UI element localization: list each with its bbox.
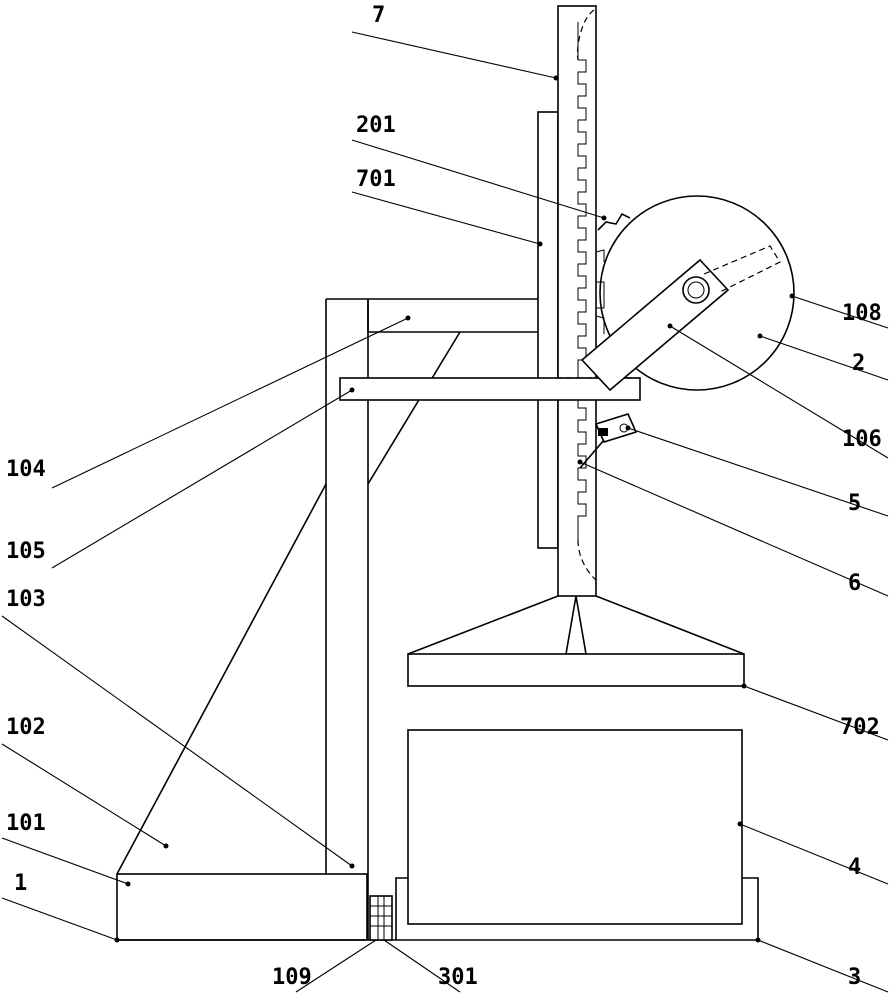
label-101: 101: [6, 811, 46, 836]
crank-106: [580, 245, 781, 392]
base-block-101: [116, 873, 368, 941]
labels: 7 201 701 104 105 103 102 101 1 109 301 …: [6, 3, 882, 990]
label-3: 3: [848, 965, 861, 990]
label-701: 701: [356, 167, 396, 192]
guide-plate-701: [537, 111, 559, 549]
label-109: 109: [272, 965, 312, 990]
rack-7: [557, 5, 597, 655]
label-702: 702: [840, 715, 880, 740]
label-301: 301: [438, 965, 478, 990]
press-plate-702: [407, 595, 745, 687]
label-4: 4: [848, 855, 861, 880]
spring-109: [369, 895, 393, 941]
label-6: 6: [848, 571, 861, 596]
label-103: 103: [6, 587, 46, 612]
frame-103: [325, 298, 556, 940]
beam-105: [339, 377, 641, 401]
label-106: 106: [842, 427, 882, 452]
label-2: 2: [852, 351, 865, 376]
box-4: [407, 729, 743, 925]
label-7: 7: [372, 3, 385, 28]
label-104: 104: [6, 457, 46, 482]
label-1: 1: [14, 871, 27, 896]
leader-lines: [1, 31, 889, 993]
leader-dots: [114, 75, 795, 943]
diagonal-brace-102: [116, 331, 461, 875]
label-105: 105: [6, 539, 46, 564]
tray-3: [395, 877, 759, 940]
label-102: 102: [6, 715, 46, 740]
label-5: 5: [848, 491, 861, 516]
base-plate: [116, 873, 758, 941]
label-108: 108: [842, 301, 882, 326]
label-201: 201: [356, 113, 396, 138]
